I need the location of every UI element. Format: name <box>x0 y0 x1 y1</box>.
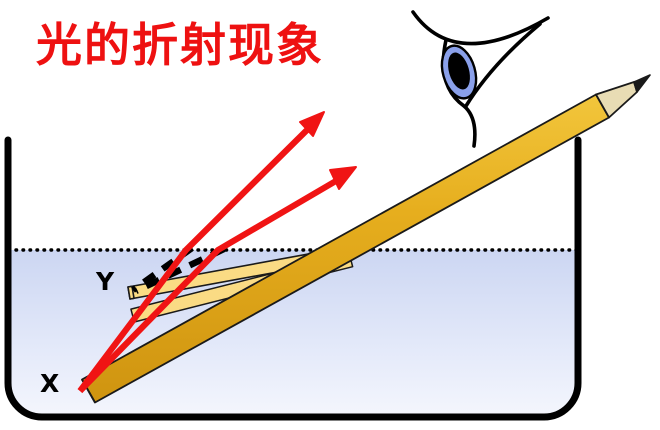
observer-eye <box>411 10 550 148</box>
real-pencil <box>81 74 651 404</box>
tank-outline <box>4 136 582 421</box>
label-image-point-y: Y <box>96 267 115 296</box>
page-title: 光的折射现象 <box>36 18 324 72</box>
label-object-point-x: X <box>40 369 60 398</box>
light-rays <box>77 111 357 394</box>
